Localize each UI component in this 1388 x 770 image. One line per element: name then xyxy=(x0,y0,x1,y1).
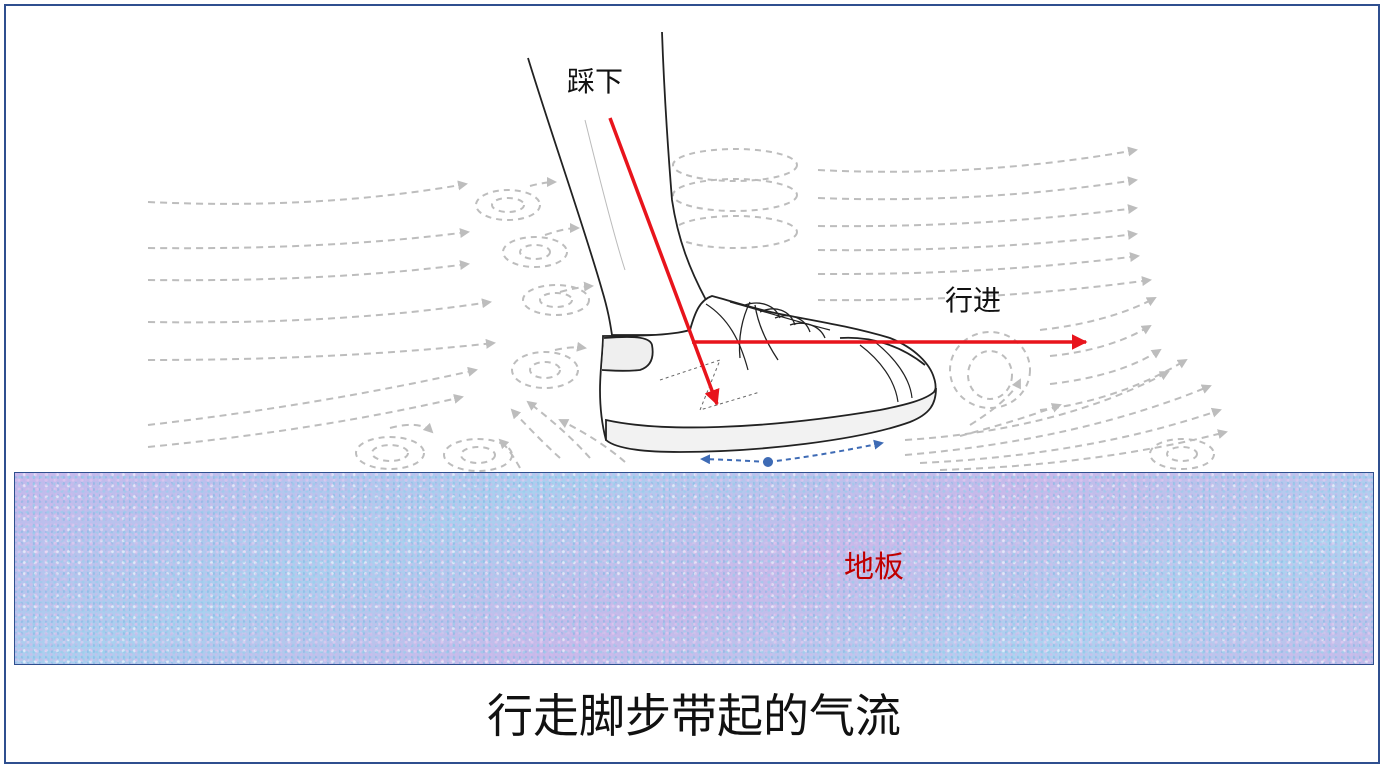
airflow-line xyxy=(554,341,587,352)
vortex-swirl xyxy=(522,284,590,316)
sneaker-icon xyxy=(599,295,937,453)
vortex-swirl xyxy=(460,446,496,464)
airflow-line xyxy=(1049,324,1152,357)
press-down-label: 踩下 xyxy=(567,65,624,98)
airflow-line xyxy=(904,371,1170,441)
vortex-swirls xyxy=(355,148,1215,472)
airflow-line xyxy=(1049,348,1162,385)
vortex-swirl xyxy=(371,444,409,462)
airflow-line xyxy=(817,176,1138,201)
vortex-swirl xyxy=(672,178,798,212)
vortex-swirl xyxy=(519,244,551,260)
airflow-line xyxy=(969,378,1021,426)
airflow-line xyxy=(147,366,478,426)
vortex-swirl xyxy=(502,236,568,268)
airflow-line xyxy=(529,177,557,188)
airflow-line xyxy=(526,400,591,459)
diagram-caption: 行走脚步带起的气流 xyxy=(487,689,901,743)
vortex-swirl xyxy=(1149,438,1215,470)
press-down-arrow xyxy=(608,117,720,406)
airflow-line xyxy=(817,229,1138,252)
vortex-swirl xyxy=(672,215,798,249)
airflow-line xyxy=(817,276,1152,302)
airflow-line xyxy=(147,260,470,282)
airflow-line xyxy=(147,338,496,361)
airflow-line xyxy=(147,180,468,205)
vortex-swirl xyxy=(967,350,1013,400)
vortex-swirl xyxy=(949,331,1031,409)
airflow-line xyxy=(919,407,1222,464)
airflow-line xyxy=(510,408,561,459)
pivot-arrow xyxy=(700,439,884,467)
floor-label: 地板 xyxy=(844,550,904,585)
vortex-swirl xyxy=(539,292,573,308)
vortex-swirl xyxy=(672,148,798,182)
vortex-swirl xyxy=(443,438,513,472)
airflow-line xyxy=(817,204,1138,228)
airflow-line xyxy=(147,228,470,250)
airflow-line xyxy=(558,419,626,463)
airflow-line xyxy=(959,403,1062,437)
airflow-left xyxy=(147,177,626,469)
airflow-line xyxy=(904,384,1212,456)
airflow-line xyxy=(817,146,1138,173)
vortex-swirl xyxy=(475,189,541,221)
vortex-swirl xyxy=(511,351,579,389)
floor-block xyxy=(14,472,1374,665)
vortex-swirl xyxy=(1166,446,1198,462)
airflow-line xyxy=(147,393,464,448)
airflow-line xyxy=(939,429,1228,471)
forward-label: 行进 xyxy=(945,284,1002,317)
airflow-line xyxy=(389,422,434,434)
airflow-line xyxy=(1039,297,1157,331)
diagram-border xyxy=(4,4,1380,764)
airflow-line xyxy=(817,252,1140,276)
airflow-line xyxy=(498,438,521,469)
vortex-swirl xyxy=(355,436,425,470)
airflow-right xyxy=(817,146,1228,471)
airflow-line xyxy=(544,223,580,236)
vortex-swirl xyxy=(529,361,561,379)
vortex-swirl xyxy=(491,197,525,213)
pivot-point xyxy=(763,457,773,467)
airflow-line xyxy=(147,298,492,324)
